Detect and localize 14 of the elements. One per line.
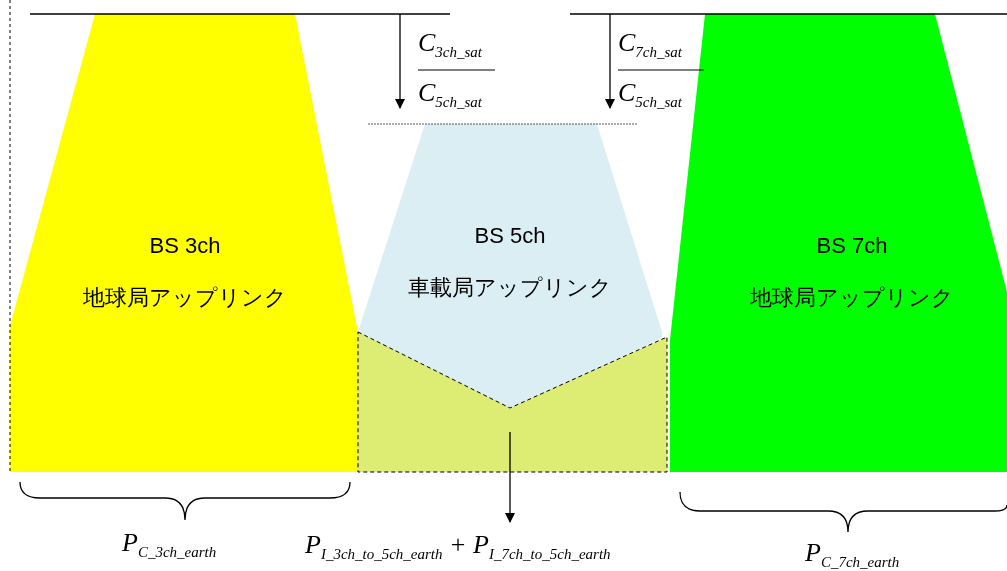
- formula-label: C$_{3ch_sat}$: [418, 28, 482, 62]
- station-label: 地球局アップリンク: [83, 284, 287, 312]
- formula-label: P$_{C_7ch_earth}$: [805, 538, 900, 571]
- formula-label: C$_{5ch_sat}$: [618, 78, 682, 112]
- channel-label: BS 5ch: [474, 223, 546, 249]
- station-label: 車載局アップリンク: [408, 274, 612, 302]
- formula-label: C$_{5ch_sat}$: [418, 78, 482, 112]
- channel-label: BS 7ch: [816, 233, 888, 259]
- channel-label: BS 3ch: [149, 233, 221, 259]
- station-label: 地球局アップリンク: [750, 284, 954, 312]
- formula-label: C$_{7ch_sat}$: [618, 28, 682, 62]
- arrow: [505, 431, 515, 523]
- formula-label: P$_{C_3ch_earth}$: [122, 528, 217, 562]
- formula-label: P$_{I_3ch_to_5ch_earth}$ + P$_{I_7ch_to_5ch_earth}$: [305, 530, 611, 564]
